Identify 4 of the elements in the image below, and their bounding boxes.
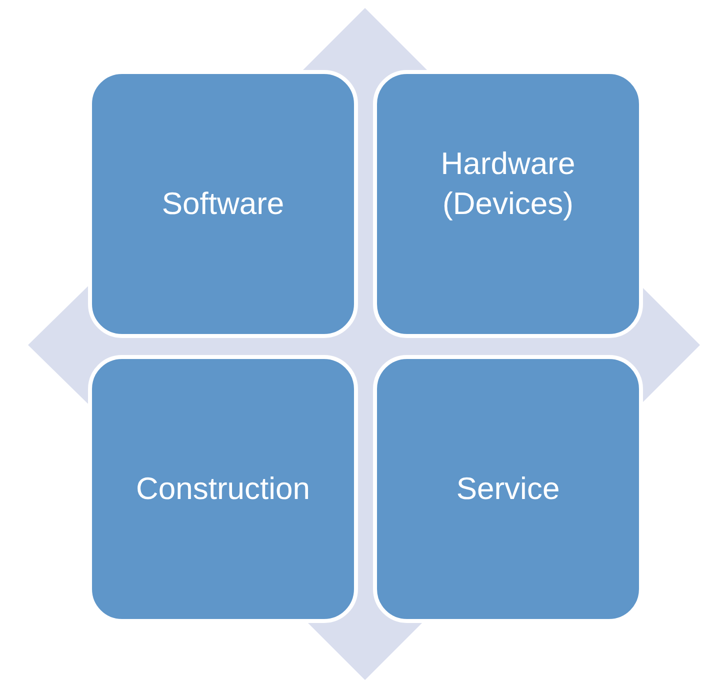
box-label: Construction — [136, 470, 310, 508]
box-label: Software — [162, 184, 284, 223]
box-label: Service — [456, 470, 560, 508]
box-label: Hardware (Devices) — [440, 144, 576, 223]
